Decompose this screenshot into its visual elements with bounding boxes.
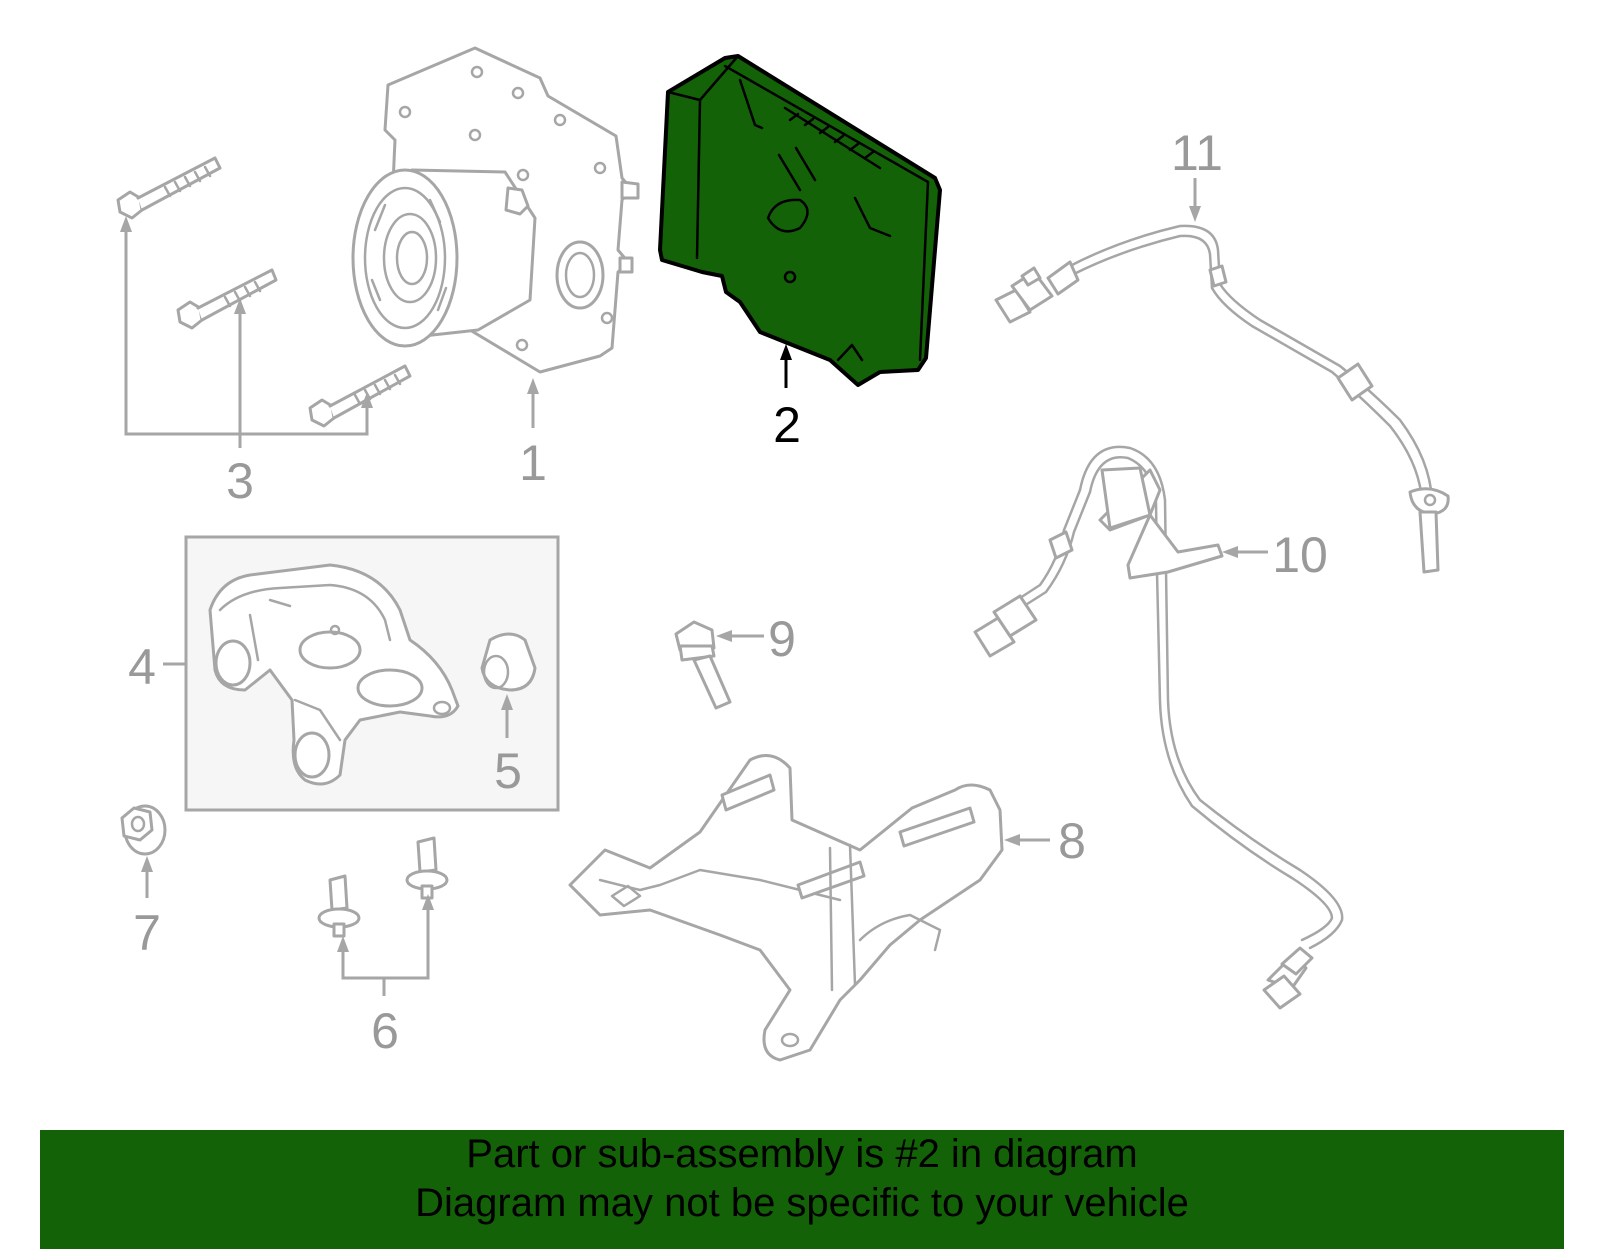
callout-3[interactable]: 3	[226, 453, 254, 509]
part-7-nut[interactable]	[120, 804, 167, 856]
info-banner: Part or sub-assembly is #2 in diagram Di…	[40, 1130, 1564, 1249]
callout-4[interactable]: 4	[128, 639, 156, 695]
callout-1[interactable]: 1	[519, 435, 547, 491]
part-8-bracket[interactable]	[568, 754, 1004, 1062]
part-4-bracket[interactable]	[208, 563, 460, 786]
part-10-sensor-bracket[interactable]	[973, 445, 1344, 1010]
part-2-control-module[interactable]	[658, 54, 942, 387]
banner-line-1: Part or sub-assembly is #2 in diagram	[466, 1132, 1138, 1176]
part-3-bolts[interactable]	[116, 156, 412, 428]
part-9-bolt[interactable]	[674, 620, 732, 710]
callout-2[interactable]: 2	[773, 397, 801, 453]
callout-9[interactable]: 9	[768, 611, 796, 667]
leader-line-2	[780, 344, 792, 388]
part-5-bushing[interactable]	[480, 632, 537, 692]
callout-labels: 1 2 3 4 5 6 7 8 9 10 11	[128, 125, 1328, 1059]
part-11-sensor-harness[interactable]	[994, 224, 1450, 574]
part-1-hydraulic-unit[interactable]	[351, 46, 640, 374]
callout-11[interactable]: 11	[1171, 125, 1223, 181]
callout-7[interactable]: 7	[133, 905, 161, 961]
banner-line-2: Diagram may not be specific to your vehi…	[415, 1181, 1189, 1225]
leader-lines	[120, 178, 1268, 996]
callout-10[interactable]: 10	[1272, 527, 1328, 583]
callout-5[interactable]: 5	[494, 743, 522, 799]
callout-8[interactable]: 8	[1058, 813, 1086, 869]
callout-6[interactable]: 6	[371, 1003, 399, 1059]
part-6-studs[interactable]	[317, 836, 449, 938]
